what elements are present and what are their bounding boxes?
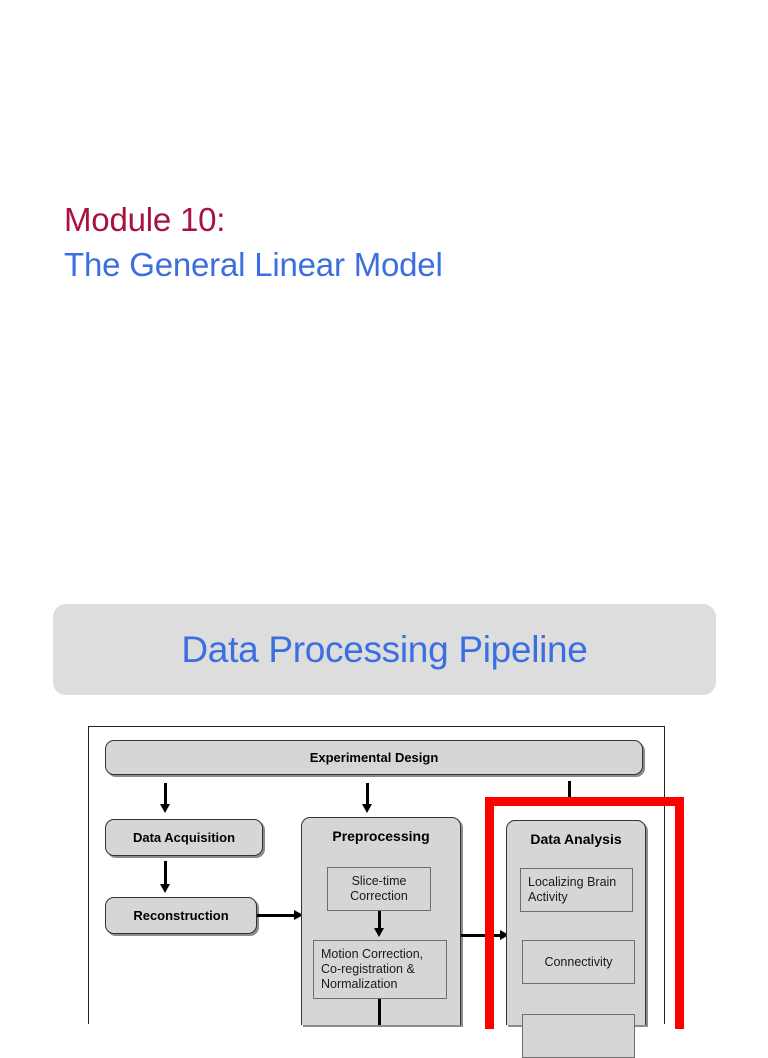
connector-design-to-acquisition: [164, 783, 167, 805]
connector-acquisition-to-reconstruction: [164, 861, 167, 885]
node-reconstruction-label: Reconstruction: [133, 908, 229, 923]
slide-title-block: Module 10: The General Linear Model: [64, 198, 664, 288]
node-experimental-design: Experimental Design: [105, 740, 643, 775]
arrowhead-preprocessing-to-analysis: [500, 930, 509, 940]
arrowhead-design-to-acquisition: [160, 804, 170, 813]
slide-title-subject: The General Linear Model: [64, 246, 443, 283]
connector-slice-to-motion: [378, 911, 381, 929]
subnode-slice-time-correction: Slice-time Correction: [327, 867, 431, 911]
connector-design-to-preprocessing: [366, 783, 369, 805]
node-experimental-design-label: Experimental Design: [309, 750, 439, 765]
arrowhead-design-to-preprocessing: [362, 804, 372, 813]
node-data-acquisition-label: Data Acquisition: [132, 830, 236, 845]
connector-design-to-analysis: [568, 781, 571, 801]
subnode-localizing-brain-activity-label: Localizing Brain Activity: [528, 875, 617, 904]
subnode-motion-correction-label: Motion Correction, Co-registration & Nor…: [321, 947, 424, 991]
arrowhead-slice-to-motion: [374, 928, 384, 937]
slide-title-module: Module 10:: [64, 201, 226, 238]
connector-preprocessing-to-analysis: [461, 934, 501, 937]
node-preprocessing-label: Preprocessing: [332, 828, 430, 844]
connector-motion-to-next: [378, 999, 381, 1025]
subnode-localizing-brain-activity: Localizing Brain Activity: [520, 868, 633, 912]
connector-reconstruction-to-preprocessing: [257, 914, 295, 917]
node-data-acquisition: Data Acquisition: [105, 819, 263, 856]
subnode-connectivity: Connectivity: [522, 940, 635, 984]
arrowhead-reconstruction-to-preprocessing: [294, 910, 303, 920]
subnode-slice-time-correction-label: Slice-time Correction: [350, 874, 408, 903]
subnode-motion-correction: Motion Correction, Co-registration & Nor…: [313, 940, 447, 999]
node-data-analysis-label: Data Analysis: [530, 831, 622, 847]
section-banner: Data Processing Pipeline: [53, 604, 716, 695]
section-banner-label: Data Processing Pipeline: [181, 628, 588, 670]
arrowhead-acquisition-to-reconstruction: [160, 884, 170, 893]
pipeline-diagram: Experimental Design Data Acquisition Rec…: [88, 726, 684, 1058]
node-reconstruction: Reconstruction: [105, 897, 257, 934]
node-data-analysis: Data Analysis: [506, 820, 646, 1025]
subnode-data-analysis-partial: [522, 1014, 635, 1058]
subnode-connectivity-label: Connectivity: [544, 954, 613, 969]
